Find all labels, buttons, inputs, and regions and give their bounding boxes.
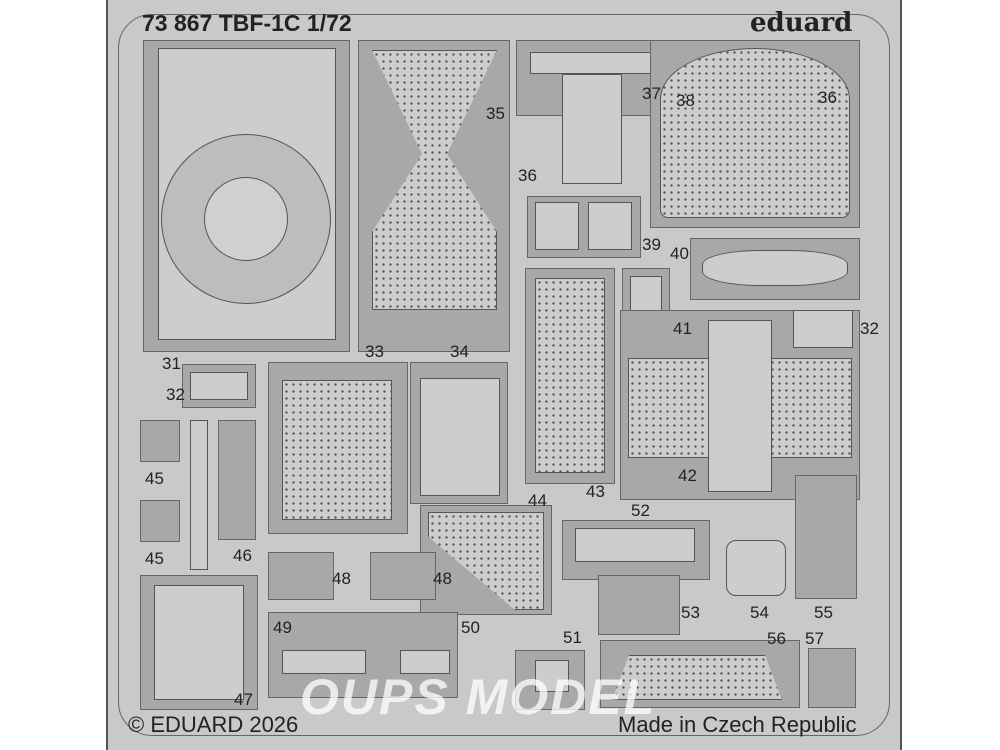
- copyright-text: © EDUARD 2026: [128, 712, 299, 737]
- part-label: 57: [805, 629, 824, 648]
- part-48a: [268, 552, 334, 600]
- part-37-top: [530, 52, 652, 74]
- origin-text: Made in Czech Republic: [618, 712, 857, 737]
- part-label: 41: [673, 319, 692, 338]
- part-label: 50: [461, 618, 480, 637]
- set-title: 73 867 TBF-1C 1/72: [142, 10, 352, 36]
- part-label: 45: [145, 549, 164, 568]
- part-47-rod: [190, 420, 208, 570]
- part-49: [282, 650, 366, 674]
- part-46-cutout: [218, 420, 256, 540]
- part-47-seat: [154, 585, 244, 700]
- part-label: 49: [273, 618, 292, 637]
- brand-logo: eduard: [750, 8, 853, 38]
- part-40: [702, 250, 848, 286]
- part-34-frame: [420, 378, 500, 496]
- part-label: 35: [486, 104, 505, 123]
- part-label: 32: [860, 319, 879, 338]
- part-38-cockpit-floor: [660, 48, 850, 218]
- part-39a: [535, 202, 579, 250]
- part-33-panel: [282, 380, 392, 520]
- part-56-cover: [612, 655, 782, 700]
- part-label: 54: [750, 603, 769, 622]
- part-32-right: [793, 310, 853, 348]
- part-label: 47: [234, 690, 253, 709]
- part-label: 32: [166, 385, 185, 404]
- part-54: [726, 540, 786, 596]
- part-label: 43: [586, 482, 605, 501]
- part-57: [808, 648, 856, 708]
- part-label: 36: [818, 88, 837, 107]
- part-55: [795, 475, 857, 599]
- part-label: 51: [563, 628, 582, 647]
- watermark: OUPS MODEL: [300, 669, 657, 725]
- part-label: 37: [642, 84, 661, 103]
- part-label: 36: [518, 166, 537, 185]
- part-43-floor: [535, 278, 605, 473]
- part-label: 53: [681, 603, 700, 622]
- part-label: 44: [528, 491, 547, 510]
- part-50: [400, 650, 450, 674]
- part-label: 38: [676, 91, 695, 110]
- part-48b: [370, 552, 436, 600]
- part-label: 39: [642, 235, 661, 254]
- part-51: [535, 660, 569, 692]
- part-label: 46: [233, 546, 252, 565]
- part-45a: [140, 420, 180, 462]
- part-label: 55: [814, 603, 833, 622]
- part-label: 33: [365, 342, 384, 361]
- part-42-center: [708, 320, 772, 492]
- part-label: 48: [332, 569, 351, 588]
- part-label: 52: [631, 501, 650, 520]
- part-53: [598, 575, 680, 635]
- part-label: 42: [678, 466, 697, 485]
- part-37-stem: [562, 74, 622, 184]
- part-45b: [140, 500, 180, 542]
- part-32-left: [190, 372, 248, 400]
- part-label: 48: [433, 569, 452, 588]
- part-31-engine-panel: [158, 48, 336, 340]
- engine-center: [204, 177, 288, 261]
- part-52-bar: [575, 528, 695, 562]
- part-label: 40: [670, 244, 689, 263]
- fret-inner-border: [118, 14, 890, 736]
- part-label: 56: [767, 629, 786, 648]
- part-label: 45: [145, 469, 164, 488]
- part-39b: [588, 202, 632, 250]
- part-label: 31: [162, 354, 181, 373]
- part-label: 34: [450, 342, 469, 361]
